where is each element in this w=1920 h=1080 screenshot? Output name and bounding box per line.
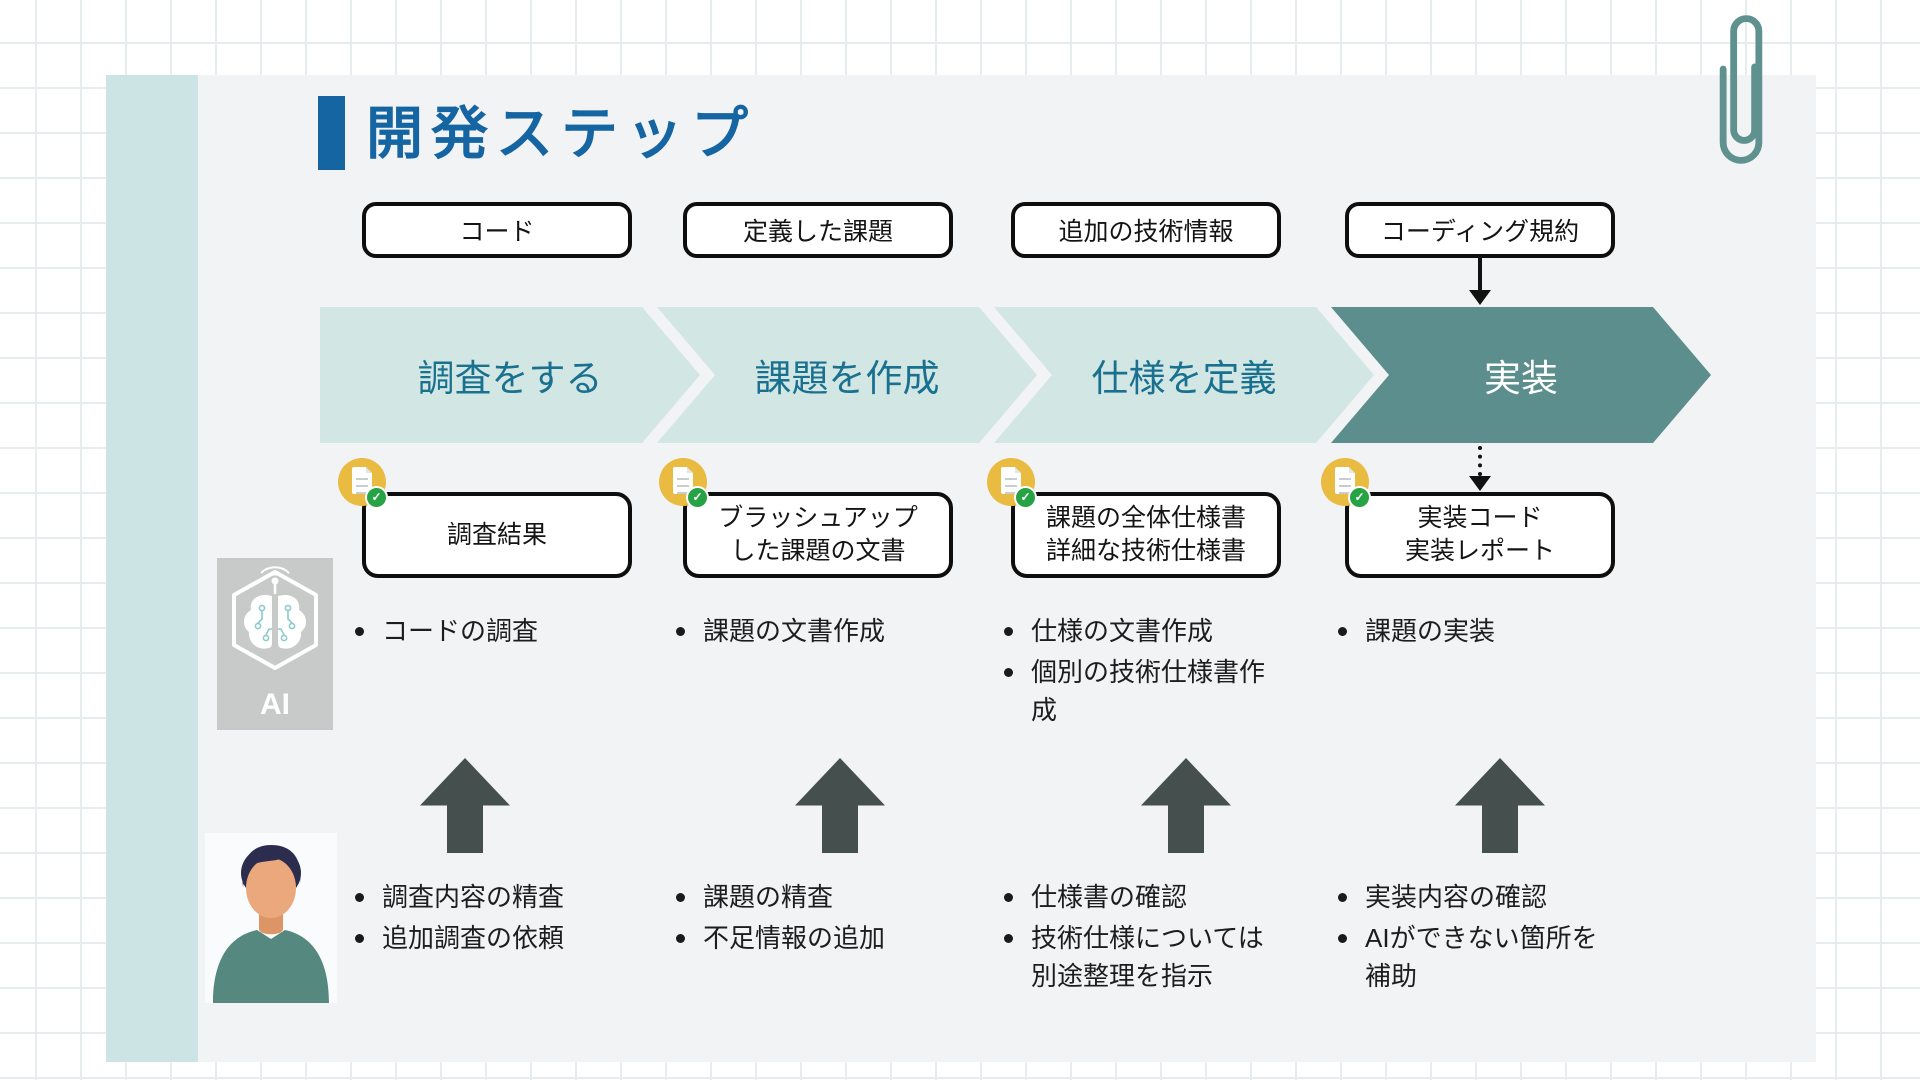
document-icon xyxy=(1001,467,1021,494)
check-icon: ✓ xyxy=(686,486,709,509)
output-line: 詳細な技術仕様書 xyxy=(1045,537,1246,565)
input-label: コード xyxy=(459,218,535,246)
input-box-code: コード xyxy=(362,202,632,258)
step-chevron-implement: 実装 xyxy=(1331,307,1711,443)
down-arrow-icon xyxy=(1469,290,1491,305)
human-task: 実装内容の確認 xyxy=(1335,878,1607,916)
human-task-list: 実装内容の確認 AIができない箇所を補助 xyxy=(1335,878,1607,998)
input-box-defined-issues: 定義した課題 xyxy=(683,202,953,258)
human-task: AIができない箇所を補助 xyxy=(1335,919,1607,995)
human-task: 技術仕様については別途整理を指示 xyxy=(1001,919,1273,995)
human-task: 追加調査の依頼 xyxy=(352,919,624,957)
step-label: 仕様を定義 xyxy=(1091,358,1277,399)
step-label: 実装 xyxy=(1484,358,1558,399)
output-line: 実装レポート xyxy=(1404,537,1555,565)
document-badge: ✓ xyxy=(1321,458,1371,509)
human-task-list: 仕様書の確認 技術仕様については別途整理を指示 xyxy=(1001,878,1273,998)
step-chevron-research: 調査をする xyxy=(320,307,700,443)
input-box-tech-info: 追加の技術情報 xyxy=(1011,202,1281,258)
step-chevron-define-spec: 仕様を定義 xyxy=(994,307,1374,443)
input-label: 定義した課題 xyxy=(742,218,893,246)
document-badge: ✓ xyxy=(659,458,709,509)
dotted-arrow-line xyxy=(1478,446,1482,476)
ai-task: コードの調査 xyxy=(352,612,624,650)
output-line: 実装コード xyxy=(1417,504,1543,532)
check-icon: ✓ xyxy=(1014,486,1037,509)
output-line: 課題の全体仕様書 xyxy=(1045,504,1246,532)
paperclip-icon xyxy=(1719,15,1763,164)
document-icon xyxy=(673,467,693,494)
ai-label: AI xyxy=(260,688,290,721)
brain-ai-icon xyxy=(232,566,318,670)
step-label: 調査をする xyxy=(417,358,603,399)
document-badge: ✓ xyxy=(338,458,388,509)
output-line: した課題の文書 xyxy=(730,537,906,565)
ai-task-list: 仕様の文書作成 個別の技術仕様書作成 xyxy=(1001,612,1273,732)
ai-actor-block: AI xyxy=(217,558,333,730)
ai-task: 課題の実装 xyxy=(1335,612,1607,650)
output-box-research-result: ✓ 調査結果 xyxy=(338,458,632,578)
down-arrow-line xyxy=(1478,256,1482,290)
page-title: 開発ステップ xyxy=(366,102,756,166)
step-chevron-create-issues: 課題を作成 xyxy=(657,307,1037,443)
ai-task-list: 課題の文書作成 xyxy=(673,612,945,653)
step-label: 課題を作成 xyxy=(754,358,940,399)
output-box-issue-doc: ✓ ブラッシュアップ した課題の文書 xyxy=(659,458,953,578)
check-icon: ✓ xyxy=(1348,486,1371,509)
human-task: 調査内容の精査 xyxy=(352,878,624,916)
human-task: 不足情報の追加 xyxy=(673,919,945,957)
ai-task: 課題の文書作成 xyxy=(673,612,945,650)
human-task: 課題の精査 xyxy=(673,878,945,916)
left-accent-strip xyxy=(106,75,198,1062)
dotted-down-arrow-icon xyxy=(1469,476,1491,491)
check-icon: ✓ xyxy=(365,486,388,509)
input-label: コーディング規約 xyxy=(1380,218,1580,246)
document-icon xyxy=(1335,467,1355,494)
input-box-coding-rules: コーディング規約 xyxy=(1345,202,1615,258)
output-line: 調査結果 xyxy=(446,520,547,549)
human-task-list: 課題の精査 不足情報の追加 xyxy=(673,878,945,960)
document-badge: ✓ xyxy=(987,458,1037,509)
output-line: ブラッシュアップ xyxy=(718,504,918,532)
output-box-implementation: ✓ 実装コード 実装レポート xyxy=(1321,458,1615,578)
human-task-list: 調査内容の精査 追加調査の依頼 xyxy=(352,878,624,960)
ai-task: 個別の技術仕様書作成 xyxy=(1001,653,1273,729)
ai-task-list: コードの調査 xyxy=(352,612,624,653)
output-box-spec-docs: ✓ 課題の全体仕様書 詳細な技術仕様書 xyxy=(987,458,1281,578)
document-icon xyxy=(352,467,372,494)
person-avatar xyxy=(205,833,337,1003)
person-illustration xyxy=(213,845,329,1003)
input-label: 追加の技術情報 xyxy=(1058,218,1234,246)
ai-task: 仕様の文書作成 xyxy=(1001,612,1273,650)
ai-task-list: 課題の実装 xyxy=(1335,612,1607,653)
title-accent-bar xyxy=(318,96,345,170)
human-task: 仕様書の確認 xyxy=(1001,878,1273,916)
